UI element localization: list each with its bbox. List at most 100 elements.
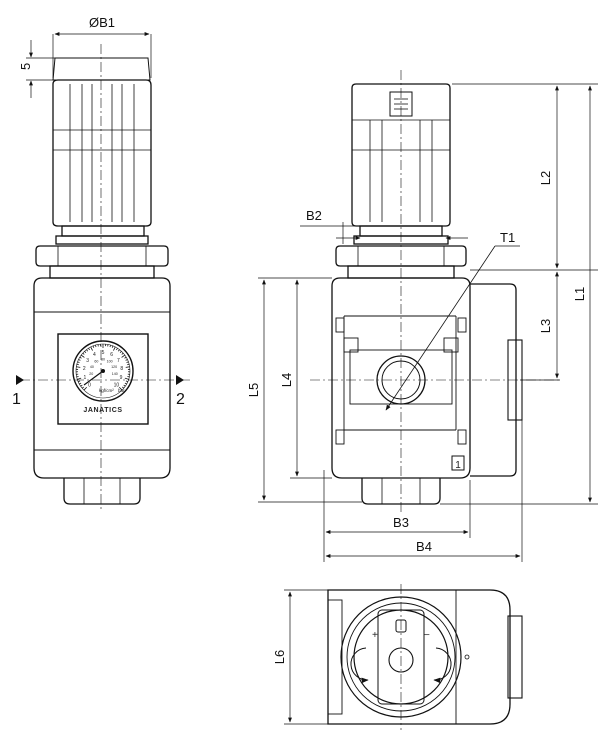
dim-b2: B2 [306, 208, 322, 223]
gauge-tick [113, 346, 116, 351]
gauge-tick [78, 359, 81, 361]
gauge-tick [80, 384, 83, 387]
side-body [331, 277, 471, 479]
gauge-tick [79, 382, 82, 385]
gauge-scale-label: 5 [102, 350, 105, 356]
gauge-scale-label: 1 [84, 375, 87, 381]
dim-b3: B3 [393, 515, 409, 530]
gauge-tick [111, 345, 114, 348]
front-lock-nut [35, 245, 169, 267]
gauge-scale-label: 2 [83, 366, 86, 372]
gauge-psi-label: 140 [112, 372, 118, 376]
front-knob [52, 79, 152, 227]
gauge-tick [76, 366, 81, 368]
gauge-tick [88, 347, 90, 351]
gauge-tick [118, 349, 120, 352]
dim-ob1: ØB1 [89, 15, 115, 30]
b2-leader [300, 222, 468, 244]
gauge-tick [92, 345, 95, 348]
dim-b4: B4 [416, 539, 432, 554]
side-knob [351, 83, 451, 227]
front-view [33, 57, 171, 505]
right-dimensions [440, 83, 598, 505]
gauge-tick [121, 352, 124, 355]
dim-l5: L5 [246, 383, 261, 397]
gauge-tick [90, 346, 93, 351]
gauge-psi-label: 80 [101, 358, 105, 362]
top-body [327, 589, 511, 725]
gauge-tick [109, 344, 111, 348]
dim-l3: L3 [538, 319, 553, 333]
dim-t1: T1 [500, 230, 515, 245]
gauge-needle [83, 370, 104, 386]
inlet-arrow [16, 375, 24, 385]
t1-leader [385, 245, 520, 411]
gauge-tick [125, 359, 128, 361]
gauge-tick [84, 351, 87, 354]
inlet-port-label: 1 [12, 391, 21, 408]
gauge-tick [83, 386, 88, 391]
gauge-tick [77, 377, 82, 380]
knob-plus-symbol: + [372, 630, 378, 641]
gauge-scale-label: 6 [110, 352, 113, 358]
l6-dimension [284, 589, 328, 725]
dim-5: 5 [18, 63, 33, 70]
gauge-psi-label: 40 [90, 365, 94, 369]
outlet-arrow [176, 375, 184, 385]
gauge-tick [124, 377, 129, 380]
dim-l6: L6 [272, 650, 287, 664]
gauge-tick [82, 352, 85, 355]
gauge-psi-label: 20 [89, 372, 93, 376]
knob-minus-symbol: − [424, 630, 430, 641]
front-centerlines [20, 44, 190, 512]
gauge-tick [125, 366, 130, 368]
gauge-tick [124, 356, 127, 359]
gauge-tick [125, 380, 128, 383]
bottom-dimensions [323, 420, 523, 562]
gauge-psi-label: 60 [94, 360, 98, 364]
left-dimensions [258, 277, 362, 503]
gauge-tick [126, 361, 129, 363]
gauge-tick [119, 351, 122, 354]
gauge-tick [116, 347, 118, 351]
gauge-scale-label: 10 [114, 382, 120, 388]
gauge-scale-label: 7 [117, 358, 120, 364]
gauge-tick [77, 361, 80, 363]
dim-l2: L2 [538, 171, 553, 185]
gauge-scale-label: 8 [120, 366, 123, 372]
front-knob-cap [52, 57, 151, 81]
gauge-tick [86, 349, 88, 352]
gauge-tick [81, 386, 84, 389]
gauge-scale-label: 4 [93, 352, 96, 358]
side-lock-nut [335, 245, 467, 267]
front-dimensions [26, 32, 152, 98]
port-marker-label: 1 [455, 460, 461, 471]
gauge-scale-label: 9 [120, 375, 123, 381]
gauge-tick [121, 354, 126, 358]
front-body [33, 277, 171, 479]
side-view [331, 83, 523, 505]
gauge-unit-bar: bar [118, 388, 125, 393]
outlet-port-label: 2 [176, 391, 185, 408]
gauge-tick [124, 382, 127, 385]
gauge-psi-label: 120 [111, 365, 117, 369]
gauge-tick [80, 354, 85, 358]
gauge-psi-label: 100 [107, 360, 113, 364]
dim-l1: L1 [572, 287, 587, 301]
gauge-tick [78, 380, 81, 383]
gauge-tick [122, 386, 125, 389]
gauge-tick [79, 356, 82, 359]
port-markers: 1 2 [12, 375, 185, 408]
dim-l4: L4 [279, 373, 294, 387]
side-centerlines [310, 70, 560, 512]
gauge-tick [118, 386, 123, 391]
gauge-scale-label: 3 [86, 358, 89, 364]
front-gauge-plate [57, 333, 149, 425]
gauge-brand: JANATICS [83, 407, 122, 414]
gauge-scale-label: 0 [88, 382, 91, 388]
gauge-tick [95, 344, 97, 348]
gauge-tick [123, 384, 126, 387]
gauge-unit-kgf: kgf/cm² [99, 388, 114, 393]
